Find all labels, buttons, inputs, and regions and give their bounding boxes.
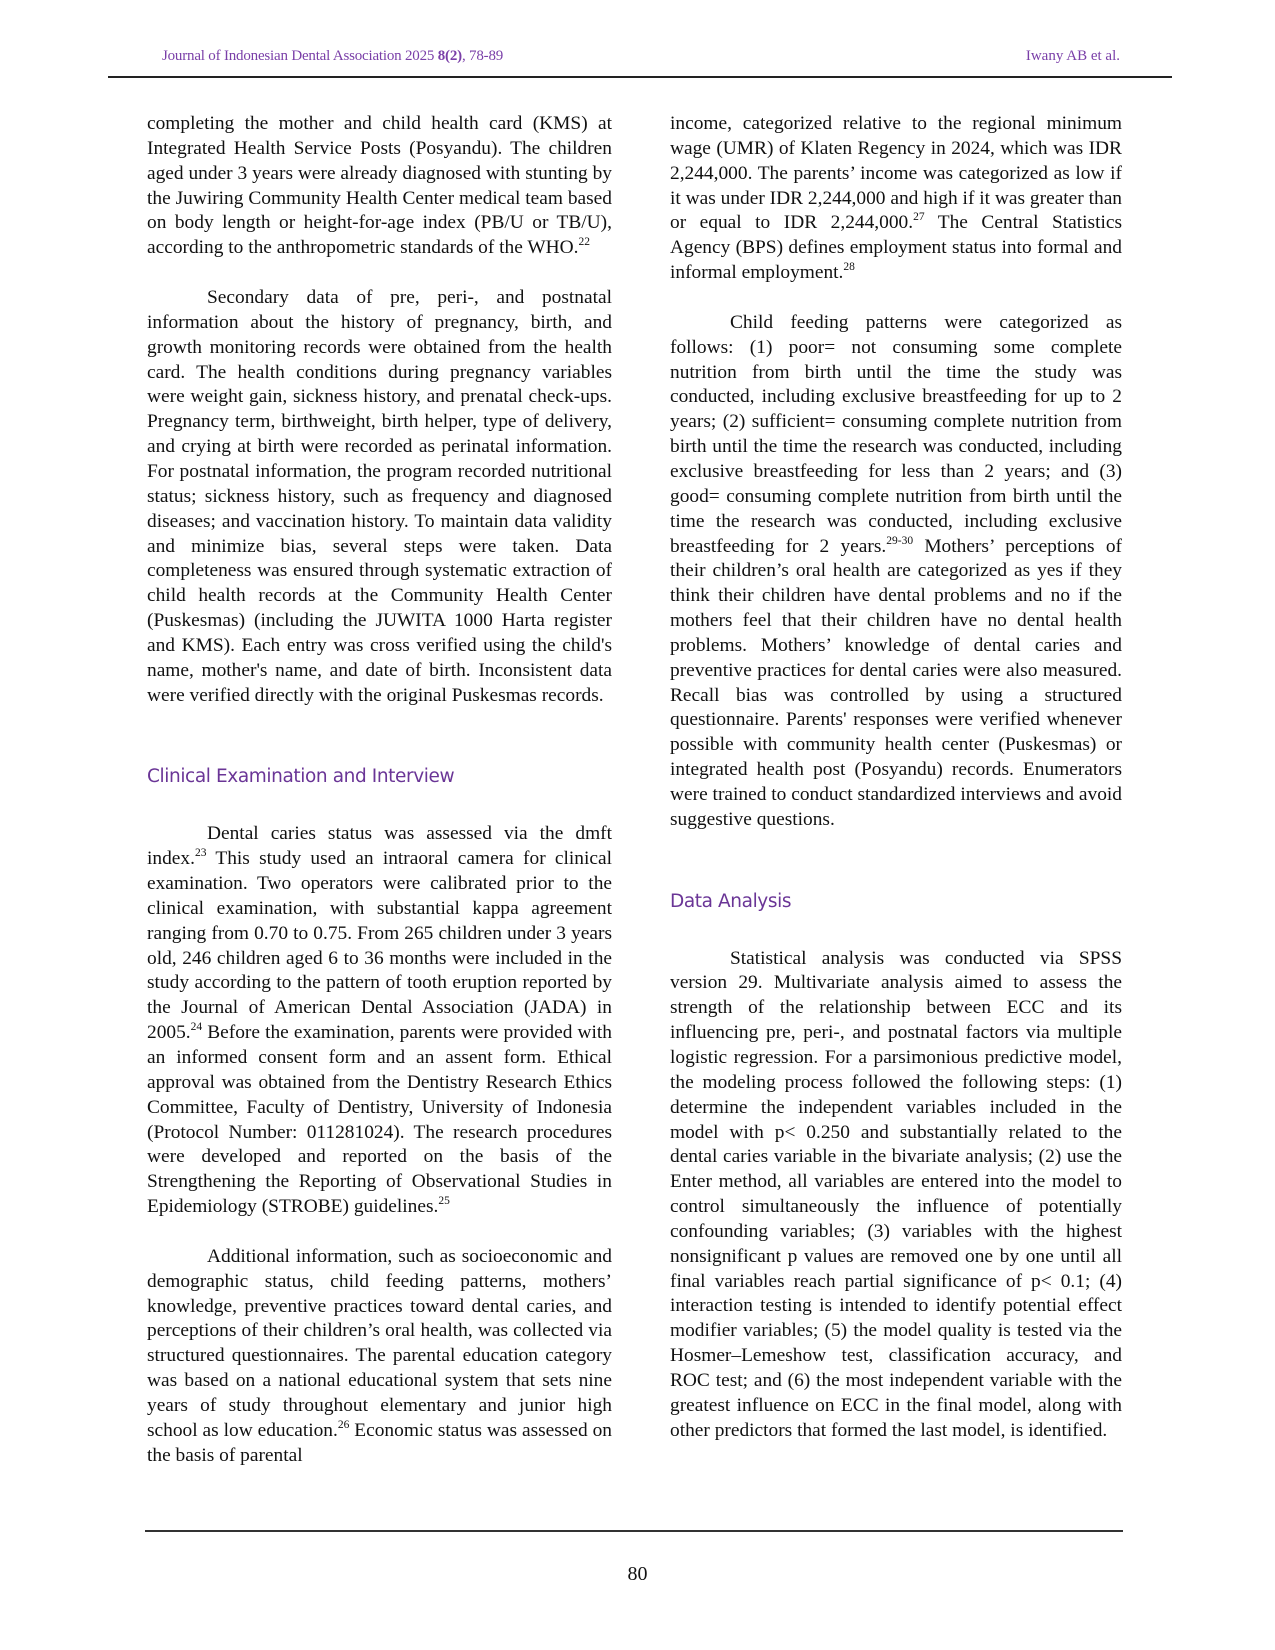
citation-ref: 27	[913, 211, 925, 224]
section-heading-data-analysis: Data Analysis	[670, 890, 792, 912]
paragraph-kms-stunting: completing the mother and child health c…	[147, 113, 612, 259]
paragraph-secondary-data: Secondary data of pre, peri-, and postna…	[147, 287, 612, 706]
paragraph-dental-caries-status: Dental caries status was assessed via th…	[147, 823, 612, 1218]
paragraph-additional-information: Additional information, such as socioeco…	[147, 1245, 612, 1466]
citation-ref: 25	[438, 1195, 450, 1208]
citation-ref: 24	[190, 1021, 203, 1034]
citation-ref: 28	[843, 261, 855, 274]
author-running-head: Iwany AB et al.	[1025, 48, 1120, 64]
page-range: , 78-89	[461, 48, 504, 64]
left-column: completing the mother and child health c…	[147, 112, 612, 1469]
citation-ref: 23	[194, 847, 207, 860]
header-divider	[108, 76, 1172, 78]
citation-ref: 26	[337, 1418, 350, 1431]
citation-ref: 22	[578, 236, 591, 249]
volume-issue: 8(2)	[437, 48, 462, 64]
journal-citation: Journal of Indonesian Dental Association…	[162, 48, 503, 65]
paragraph-child-feeding-patterns: Child feeding patterns were categorized …	[670, 311, 1122, 830]
section-heading-clinical-examination: Clinical Examination and Interview	[147, 766, 455, 788]
paragraph-statistical-analysis: Statistical analysis was conducted via S…	[670, 947, 1122, 1441]
footer-divider	[145, 1530, 1123, 1532]
running-header: Journal of Indonesian Dental Association…	[108, 44, 1172, 80]
page-number: 80	[627, 1563, 648, 1585]
journal-name: Journal of Indonesian Dental Association…	[162, 48, 438, 64]
citation-ref: 29-30	[886, 534, 914, 547]
paragraph-income-category: income, categorized relative to the regi…	[670, 113, 1122, 284]
right-column: income, categorized relative to the regi…	[670, 112, 1122, 1444]
